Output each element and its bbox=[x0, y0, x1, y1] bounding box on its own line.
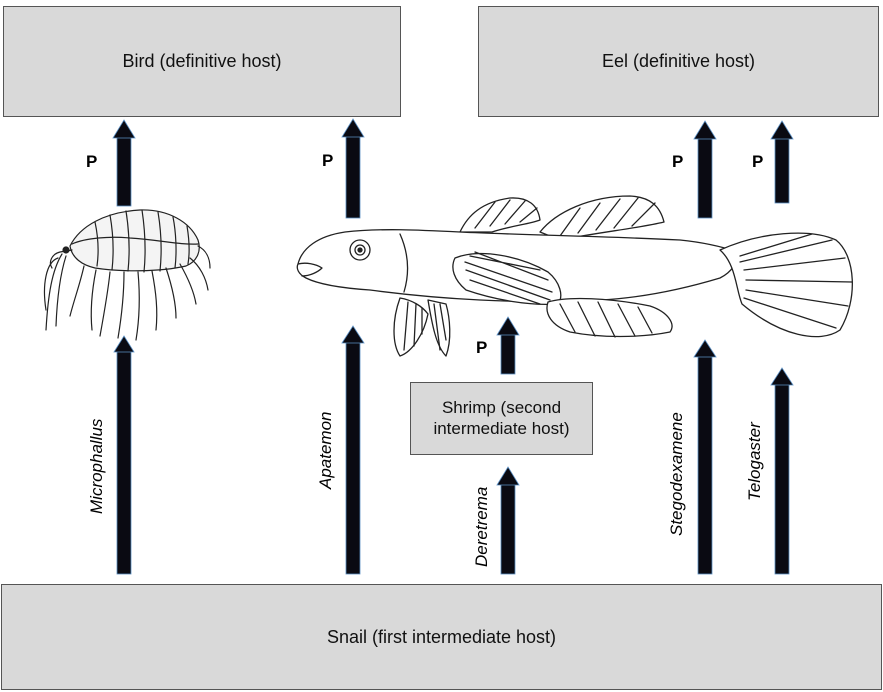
genus-deretrema: Deretrema bbox=[472, 487, 491, 567]
arrow-deretrema-to-shrimp bbox=[497, 467, 519, 574]
predation-label: P bbox=[86, 152, 97, 171]
arrow-fish-to-eel-1 bbox=[694, 121, 716, 218]
arrow-apatemon-to-fish bbox=[342, 326, 364, 574]
arrow-shrimp-to-fish bbox=[497, 317, 519, 374]
fish-illustration bbox=[297, 196, 852, 356]
genus-telogaster: Telogaster bbox=[745, 421, 764, 501]
predation-label: P bbox=[322, 151, 333, 170]
arrow-microphallus-to-amphipod bbox=[114, 336, 134, 574]
genus-apatemon: Apatemon bbox=[316, 412, 335, 491]
arrow-fish-to-bird bbox=[342, 119, 364, 218]
genus-stegodexamene: Stegodexamene bbox=[667, 412, 686, 536]
predation-label: P bbox=[672, 152, 683, 171]
arrow-stegodexamene-to-fish bbox=[694, 340, 716, 574]
arrow-amphipod-to-bird bbox=[113, 120, 135, 206]
genus-microphallus: Microphallus bbox=[87, 418, 106, 514]
arrow-telogaster-to-fish bbox=[771, 368, 793, 574]
amphipod-illustration bbox=[45, 210, 211, 340]
predation-label: P bbox=[752, 152, 763, 171]
predation-label: P bbox=[476, 338, 487, 357]
arrow-fish-to-eel-2 bbox=[771, 121, 793, 203]
